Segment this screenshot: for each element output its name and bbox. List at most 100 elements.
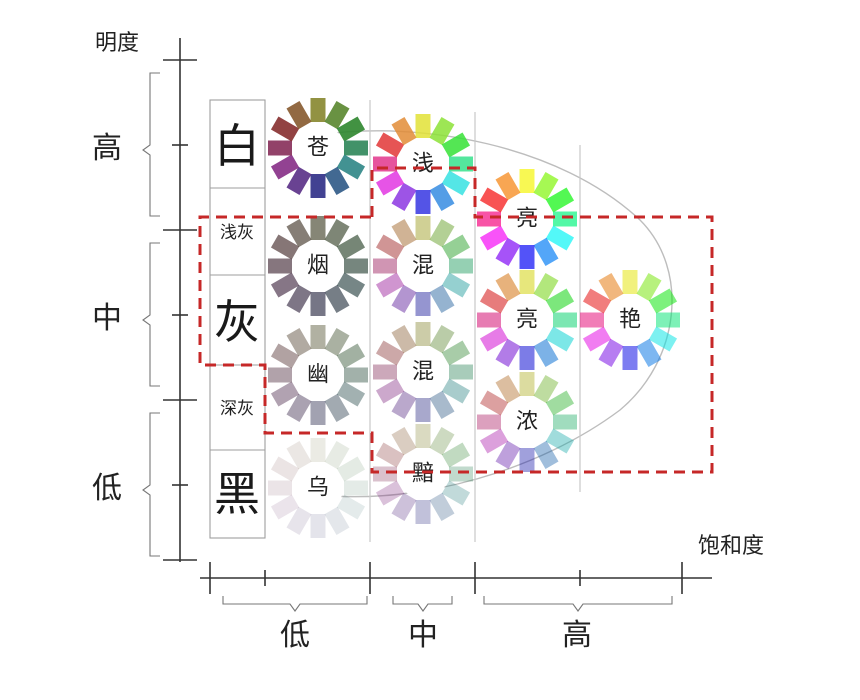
tone-wheel-yan1: 烟 bbox=[268, 216, 368, 316]
tone-swatch bbox=[441, 340, 471, 366]
tone-swatch bbox=[344, 367, 368, 383]
tone-swatch bbox=[415, 292, 431, 316]
tone-swatch bbox=[495, 237, 521, 267]
tone-swatch bbox=[441, 442, 471, 468]
x-group-label-mid: 中 bbox=[408, 618, 438, 653]
tone-swatch bbox=[519, 270, 535, 294]
tone-wheel-label: 混 bbox=[412, 360, 434, 385]
tone-swatch bbox=[479, 390, 509, 416]
wheel-center bbox=[502, 194, 552, 244]
tone-swatch bbox=[479, 187, 509, 213]
tone-swatch bbox=[441, 272, 471, 298]
tone-wheel-nong: 浓 bbox=[477, 372, 577, 472]
tone-swatch bbox=[373, 364, 397, 380]
tone-swatch bbox=[429, 324, 455, 354]
tone-swatch bbox=[479, 225, 509, 251]
tone-swatch bbox=[441, 480, 471, 506]
tone-swatch bbox=[533, 171, 559, 201]
tone-swatch bbox=[336, 272, 366, 298]
tone-swatch bbox=[495, 272, 521, 302]
tone-swatch bbox=[533, 237, 559, 267]
gray-black-label: 黑 bbox=[214, 467, 260, 521]
tone-swatch bbox=[344, 140, 368, 156]
tone-swatch bbox=[270, 116, 300, 142]
highlight-region-outline bbox=[198, 166, 714, 474]
tone-swatch bbox=[545, 187, 575, 213]
wheel-center bbox=[398, 449, 448, 499]
tone-swatch bbox=[286, 166, 312, 196]
tone-swatch bbox=[336, 494, 366, 520]
gray-mid-label: 灰 bbox=[214, 295, 260, 349]
tone-swatch bbox=[533, 374, 559, 404]
tone-wheel-label: 苍 bbox=[307, 136, 329, 161]
tone-swatch bbox=[324, 393, 350, 423]
tone-wheel-label: 黯 bbox=[412, 462, 434, 487]
tone-swatch bbox=[519, 245, 535, 269]
tone-swatch bbox=[415, 322, 431, 346]
tone-swatch bbox=[545, 225, 575, 251]
tone-swatch bbox=[545, 288, 575, 314]
tone-swatch bbox=[533, 338, 559, 368]
tone-wheel-wu: 乌 bbox=[268, 438, 368, 538]
tone-swatch bbox=[324, 100, 350, 130]
tone-swatch bbox=[636, 272, 662, 302]
highlight-regions bbox=[198, 166, 714, 474]
tone-swatch bbox=[310, 174, 326, 198]
tone-swatch bbox=[336, 343, 366, 369]
tone-swatch bbox=[553, 414, 577, 430]
tone-swatch bbox=[495, 440, 521, 470]
tone-swatch bbox=[449, 466, 473, 482]
tone-swatch bbox=[479, 428, 509, 454]
tone-swatch bbox=[582, 326, 612, 352]
tone-swatch bbox=[270, 494, 300, 520]
tone-swatch bbox=[582, 288, 612, 314]
tone-wheel-liang1: 亮 bbox=[477, 169, 577, 269]
tone-swatch bbox=[324, 166, 350, 196]
tone-swatch bbox=[545, 390, 575, 416]
tone-swatch bbox=[580, 312, 604, 328]
tone-swatch bbox=[519, 169, 535, 193]
tone-swatch bbox=[375, 170, 405, 196]
tone-swatch bbox=[415, 500, 431, 524]
tone-swatch bbox=[336, 234, 366, 260]
tone-swatch bbox=[648, 288, 678, 314]
tone-swatch bbox=[310, 514, 326, 538]
wheel-center bbox=[293, 123, 343, 173]
tone-swatch bbox=[622, 346, 638, 370]
tone-swatch bbox=[533, 440, 559, 470]
tone-swatch bbox=[344, 480, 368, 496]
tone-swatch bbox=[324, 218, 350, 248]
tone-swatch bbox=[441, 170, 471, 196]
tone-swatch bbox=[270, 234, 300, 260]
tone-swatch bbox=[373, 258, 397, 274]
tone-wheel-label: 浅 bbox=[412, 152, 434, 177]
tone-swatch bbox=[479, 288, 509, 314]
tone-swatch bbox=[286, 284, 312, 314]
tone-swatch bbox=[545, 428, 575, 454]
tone-swatch bbox=[268, 367, 292, 383]
tone-swatch bbox=[286, 506, 312, 536]
tone-swatch bbox=[429, 390, 455, 420]
tone-swatch bbox=[477, 414, 501, 430]
tone-swatch bbox=[429, 116, 455, 146]
tone-swatch bbox=[324, 506, 350, 536]
gray-dark-label: 深灰 bbox=[220, 399, 254, 419]
tone-swatch bbox=[622, 270, 638, 294]
tone-swatch bbox=[286, 100, 312, 130]
tone-swatch bbox=[477, 312, 501, 328]
tone-wheel-you: 幽 bbox=[268, 325, 368, 425]
wheel-center bbox=[605, 295, 655, 345]
wheel-center bbox=[398, 241, 448, 291]
tone-swatch bbox=[495, 338, 521, 368]
tone-swatch bbox=[449, 364, 473, 380]
tone-swatch bbox=[391, 182, 417, 212]
tone-swatch bbox=[310, 401, 326, 425]
tone-swatch bbox=[415, 424, 431, 448]
wheel-center bbox=[398, 347, 448, 397]
gray-scale-column: 白 浅灰 灰 深灰 黑 bbox=[209, 99, 266, 539]
tone-swatch bbox=[375, 480, 405, 506]
wheel-center bbox=[293, 463, 343, 513]
tone-wheel-an: 黯 bbox=[373, 424, 473, 524]
wheel-center bbox=[502, 295, 552, 345]
